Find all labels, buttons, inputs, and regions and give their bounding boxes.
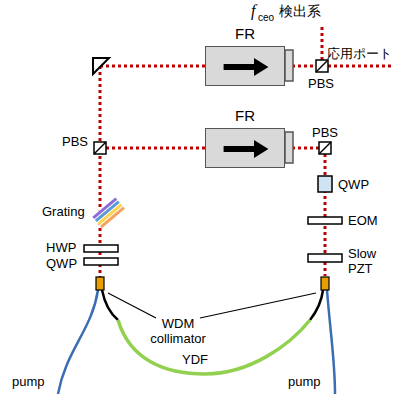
direction-arrow-shaft (224, 64, 256, 70)
part-label: 応用ポート (327, 46, 392, 61)
part-label: 検出系 (279, 3, 321, 19)
waveplate (84, 245, 118, 252)
pbs-diagonal (316, 60, 328, 72)
ydf-fiber (118, 320, 310, 374)
pump-fiber (58, 290, 98, 394)
component-label: FR (235, 25, 255, 42)
pbs-diagonal (319, 142, 331, 154)
rotator-endcap (285, 132, 293, 163)
fiber (58, 290, 335, 394)
collimator (96, 277, 104, 290)
pbs-cube (319, 142, 331, 154)
part-label: HWP (46, 240, 76, 255)
waveplate (84, 258, 118, 265)
direction-arrow-head (254, 58, 268, 76)
rotator-endcap (285, 50, 293, 81)
part-label: QWP (338, 177, 369, 192)
part-label: YDF (182, 352, 208, 367)
direction-arrow-head (254, 140, 268, 158)
pbs-cube (316, 60, 328, 72)
part-label: PBS (62, 134, 88, 149)
collimator (96, 277, 329, 290)
part-label: Slow PZT (348, 246, 388, 276)
part-label: QWP (46, 256, 77, 271)
leader-line (108, 293, 316, 318)
part-label: pump (12, 374, 45, 389)
direction-arrow-shaft (224, 146, 256, 152)
beam-path (100, 24, 394, 278)
component-label: FR (235, 107, 255, 124)
pbs-diagonal (94, 142, 106, 154)
grating-body (92, 197, 124, 227)
part-label: Grating (42, 204, 85, 219)
pzt-plate (308, 254, 342, 262)
rotator-symbol (206, 129, 286, 169)
rotator-symbol (206, 47, 286, 87)
part-label: pump (288, 374, 321, 389)
eom-crystal (318, 176, 332, 192)
pump-fiber (327, 290, 335, 394)
prism-mirror (93, 58, 109, 74)
part-label: WDM collimator (138, 316, 218, 346)
beam-upper (100, 65, 394, 68)
collimator (321, 277, 329, 290)
leader-line (200, 293, 316, 318)
fiber-stub (310, 290, 323, 320)
part-label: f (251, 2, 255, 20)
leader-line (108, 293, 156, 318)
waveplate (308, 217, 342, 224)
grating (92, 197, 124, 227)
part-label: PBS (312, 125, 338, 140)
grating-stripe (101, 208, 124, 227)
faraday-rotator: FR (205, 46, 285, 86)
part-label: ceo (258, 12, 274, 24)
waveplate (84, 217, 342, 265)
part-label: PBS (308, 76, 334, 91)
part-label: EOM (348, 213, 378, 228)
pbs-cube (94, 142, 106, 154)
faraday-rotator: FR (205, 128, 285, 168)
